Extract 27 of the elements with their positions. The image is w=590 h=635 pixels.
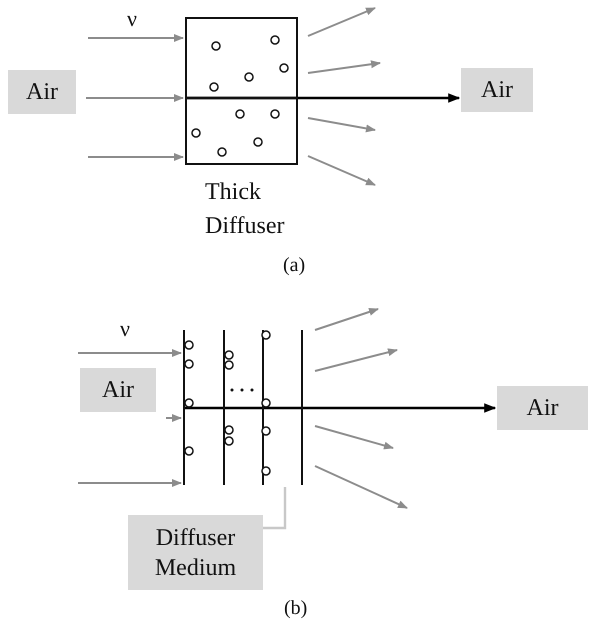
arrow bbox=[183, 403, 496, 413]
diffuser-caption: Thick Diffuser bbox=[205, 178, 286, 241]
panel-label: (b) bbox=[284, 597, 308, 620]
arrow bbox=[314, 425, 394, 450]
arrow bbox=[314, 308, 379, 331]
arrow bbox=[88, 34, 184, 42]
air-label-box: Air bbox=[80, 368, 156, 412]
air-label-box: Air bbox=[461, 68, 533, 112]
medium-label-box: Diffuser Medium bbox=[128, 515, 263, 590]
arrow bbox=[314, 348, 398, 372]
arrow bbox=[88, 153, 184, 161]
arrow bbox=[314, 465, 408, 509]
air-label-box: Air bbox=[497, 386, 588, 430]
velocity-symbol: ν bbox=[127, 6, 137, 32]
arrow bbox=[166, 414, 182, 422]
velocity-symbol: ν bbox=[120, 316, 130, 342]
diffuser-layers-drawing bbox=[183, 328, 305, 487]
arrow bbox=[78, 479, 182, 487]
leader-line bbox=[263, 487, 286, 530]
arrow bbox=[78, 349, 182, 357]
air-label-box: Air bbox=[8, 70, 76, 114]
arrow bbox=[308, 7, 376, 37]
arrow bbox=[308, 117, 376, 132]
arrow bbox=[86, 94, 184, 102]
arrow bbox=[308, 60, 381, 74]
panel-label: (a) bbox=[283, 254, 306, 277]
arrow bbox=[308, 155, 376, 186]
